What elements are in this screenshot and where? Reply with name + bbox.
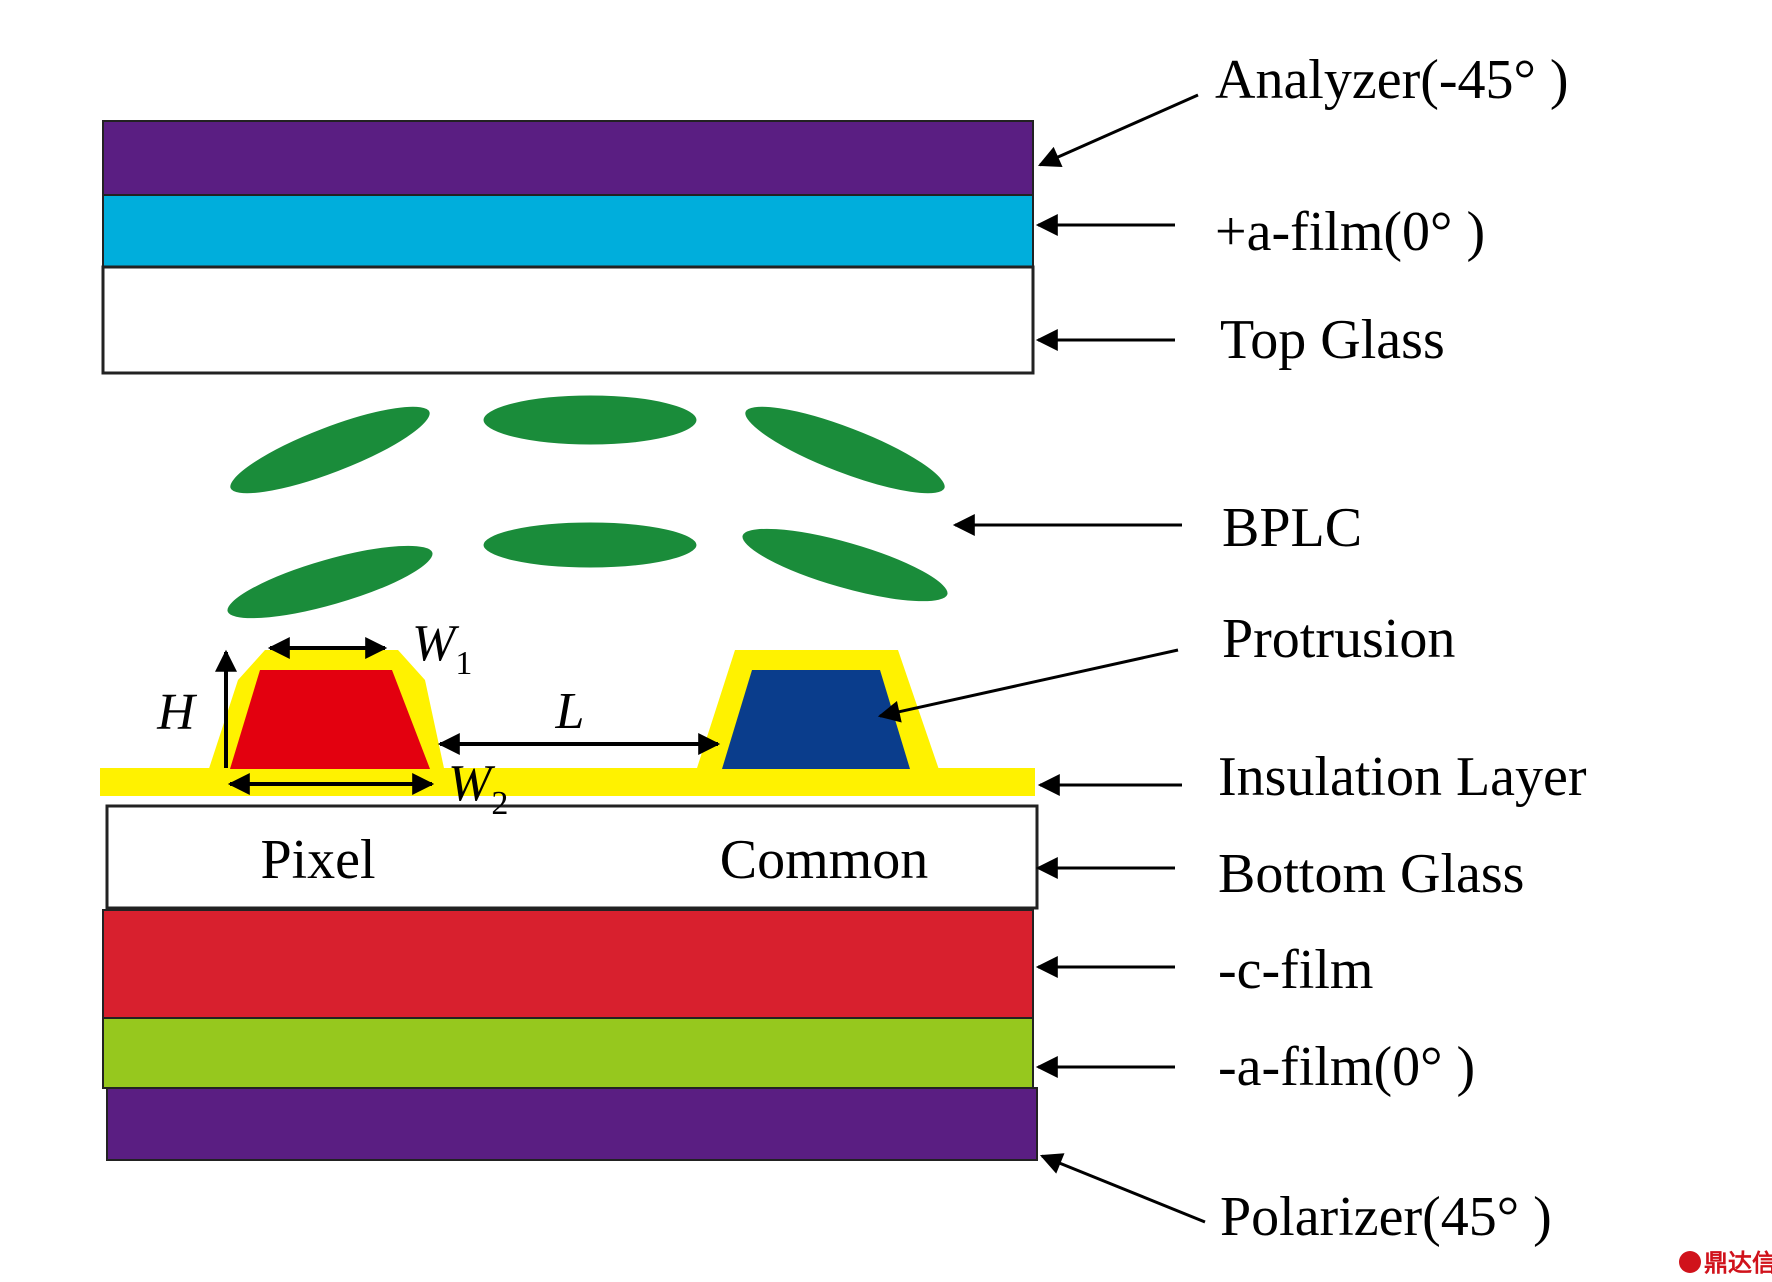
c-film-layer [102,909,1034,1019]
c-film-label: -c-film [1218,939,1373,1001]
analyzer-leader [1037,93,1199,168]
analyzer-label: Analyzer(-45° ) [1215,49,1569,111]
protrusion-label: Protrusion [1222,608,1455,670]
pixel-protrusion [230,670,430,769]
watermark-logo-icon [1679,1251,1701,1273]
watermark: 鼎达信 [1679,1249,1772,1277]
lc-molecule [739,525,951,605]
polarizer-layer [106,1087,1038,1161]
bplc-molecules [224,392,951,622]
a-film-top-layer [102,194,1034,268]
l-label: L [555,683,585,740]
insulation-label: Insulation Layer [1218,746,1587,808]
lc-molecule [480,519,700,571]
lc-molecule [742,403,948,497]
top-glass-layer [101,265,1035,375]
common-label: Common [720,829,928,891]
polarizer-leader [1039,1153,1206,1224]
pixel-label: Pixel [260,829,375,891]
h-label: H [156,684,197,741]
dimension-arrows [215,637,721,795]
lc-molecule [227,403,433,497]
analyzer-layer [102,120,1034,196]
bottom-glass-layer [105,804,1039,910]
polarizer-label: Polarizer(45° ) [1220,1186,1552,1248]
bottom-glass-label: Bottom Glass [1218,843,1524,905]
common-protrusion [722,670,910,769]
w1-label: W1 [412,615,472,682]
a-film-top-label: +a-film(0° ) [1215,201,1485,263]
bplc-label: BPLC [1222,497,1362,559]
w2-label: W2 [448,755,508,822]
watermark-text: 鼎达信 [1704,1249,1772,1277]
a-film-bottom-layer [102,1017,1034,1089]
protrusion-leader [877,648,1179,723]
leader-arrows [877,93,1206,1224]
a-film-bottom-label: -a-film(0° ) [1218,1036,1475,1098]
lc-molecule [224,542,436,622]
lc-molecule [480,392,700,448]
top-glass-label: Top Glass [1220,309,1445,371]
